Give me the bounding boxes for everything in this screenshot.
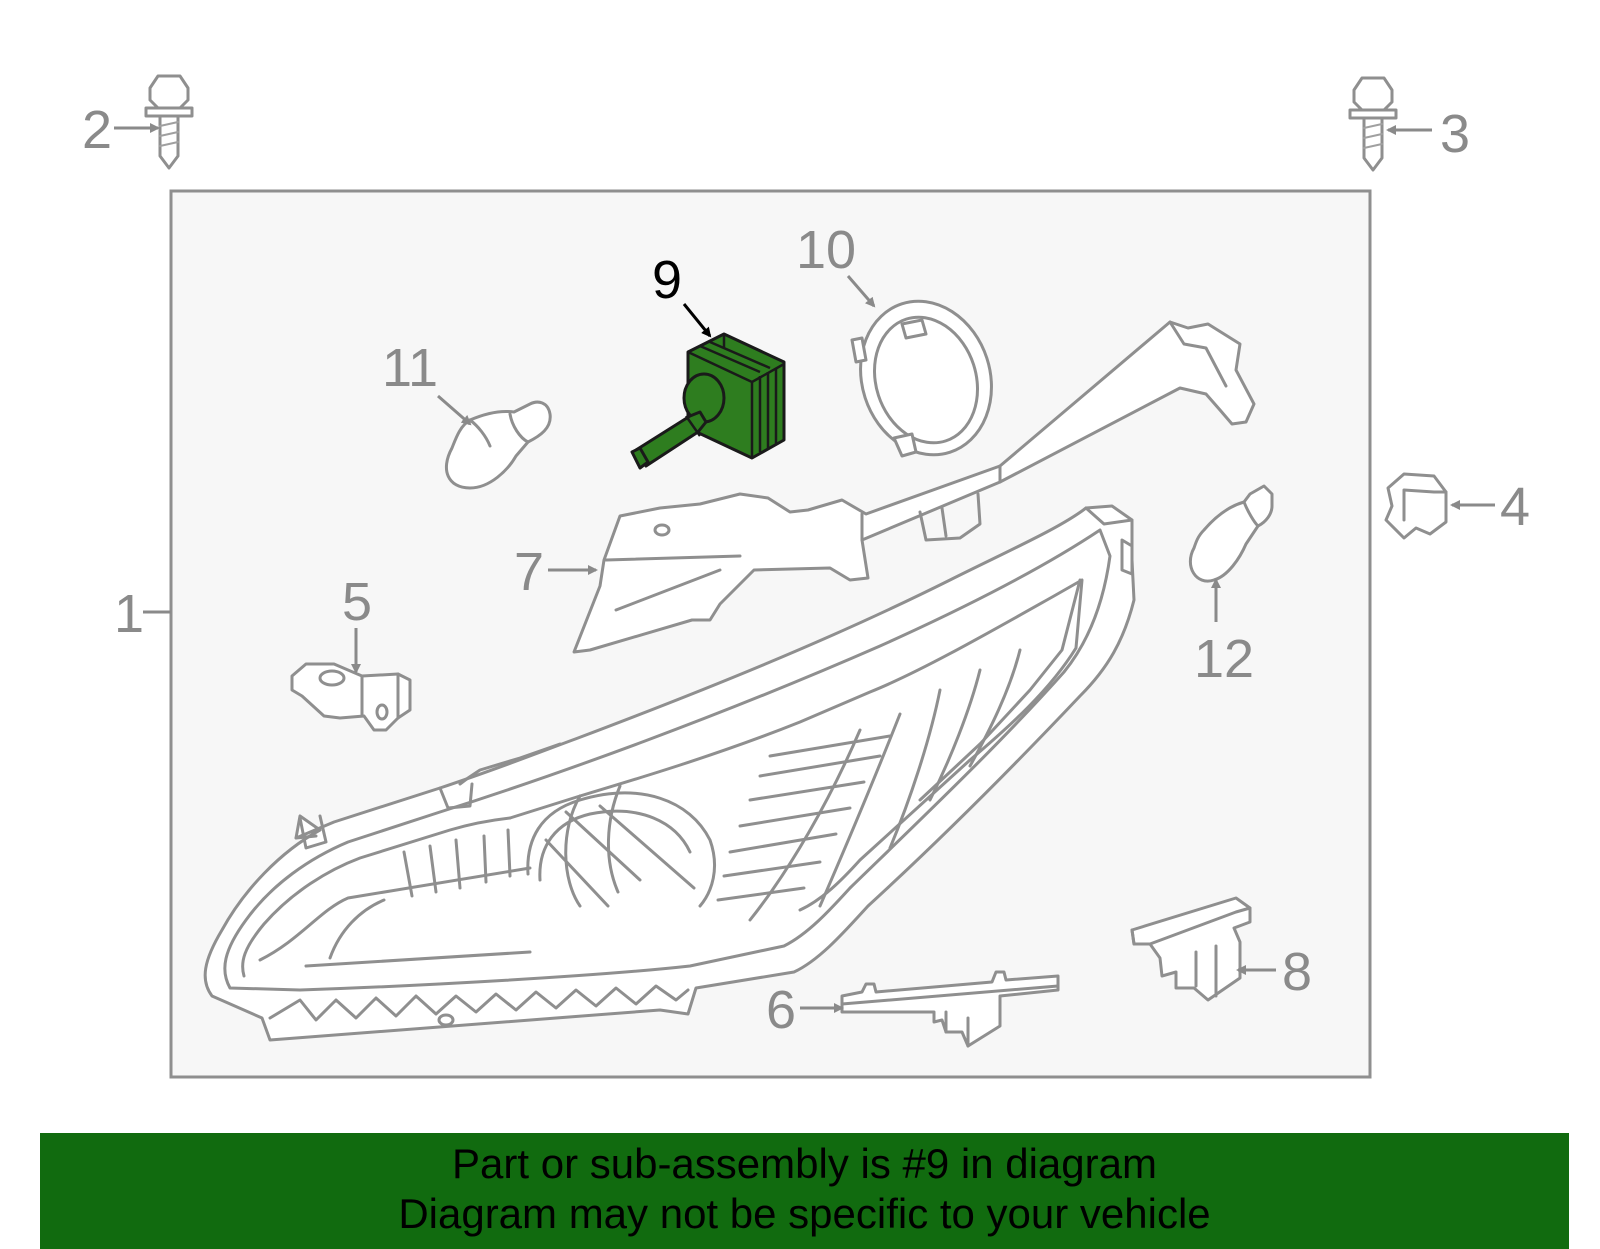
callout-4: 4 <box>1500 477 1530 537</box>
banner-line-disclaimer: Diagram may not be specific to your vehi… <box>398 1190 1211 1237</box>
bracket-part-8[interactable] <box>1130 896 1252 1002</box>
bolt-part-2[interactable] <box>144 74 194 170</box>
callout-2: 2 <box>82 100 112 160</box>
cover-ring-part-10[interactable] <box>841 284 1011 472</box>
mounting-bracket-part-7[interactable] <box>572 320 1256 654</box>
callout-9: 9 <box>652 250 682 310</box>
info-banner: Part or sub-assembly is #9 in diagram Di… <box>40 1133 1569 1249</box>
hid-bulb-part-9[interactable] <box>630 332 786 470</box>
callout-10: 10 <box>796 220 856 280</box>
callout-6: 6 <box>766 980 796 1040</box>
callout-11: 11 <box>382 338 438 398</box>
callout-8: 8 <box>1282 942 1312 1002</box>
strip-part-6[interactable] <box>840 970 1060 1048</box>
banner-line-part-number: Part or sub-assembly is #9 in diagram <box>452 1140 1157 1187</box>
clip-part-4[interactable] <box>1384 472 1448 540</box>
leader-11 <box>437 394 472 426</box>
callout-12: 12 <box>1194 629 1254 689</box>
callout-1: 1 <box>114 584 144 644</box>
leader-9 <box>682 303 712 338</box>
headlamp-housing-part-1[interactable] <box>203 504 1136 1042</box>
leader-10 <box>846 275 876 308</box>
callout-3: 3 <box>1440 104 1470 164</box>
callout-5: 5 <box>342 572 372 632</box>
bracket-part-5[interactable] <box>290 662 412 732</box>
bolt-part-3[interactable] <box>1348 76 1398 172</box>
callout-7: 7 <box>514 542 544 602</box>
